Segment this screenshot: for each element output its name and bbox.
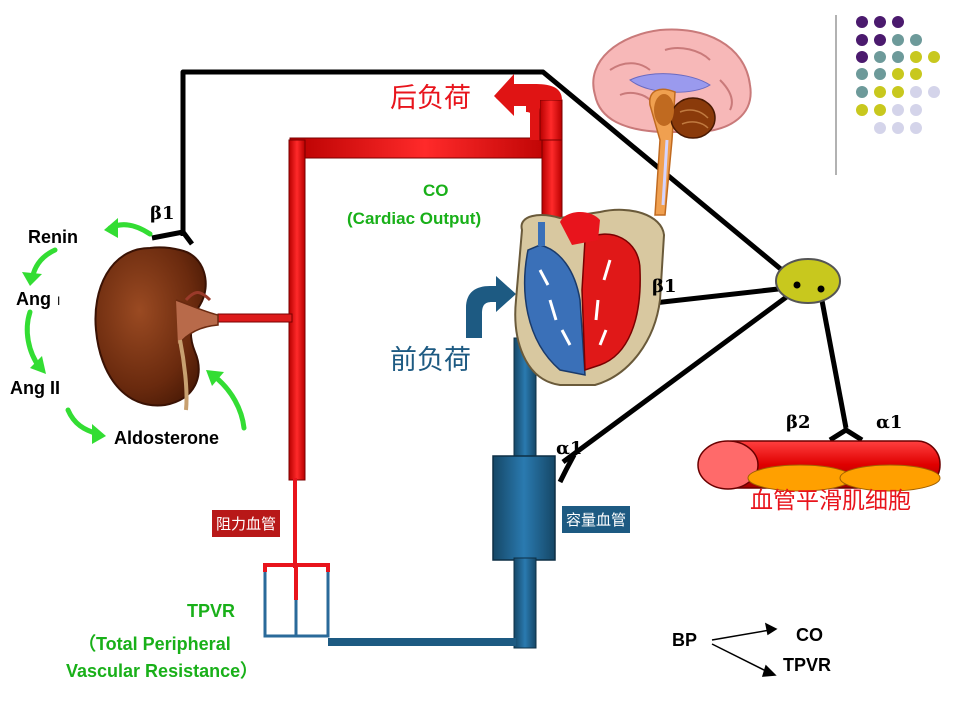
ang1-text: Ang: [16, 289, 51, 309]
resistance-vessel-tag: 阻力血管: [212, 510, 281, 537]
bp-label: BP: [672, 630, 698, 650]
aldosterone-label: Aldosterone: [114, 428, 220, 448]
alpha1-vein-label: α1: [556, 438, 583, 459]
ganglion-icon: [775, 258, 841, 304]
tpvr-expansion-line1: （Total Peripheral: [78, 634, 231, 654]
co-label: CO: [423, 181, 449, 200]
brain-icon: [592, 28, 752, 216]
ang1-label: Ang I: [16, 290, 60, 308]
preload-label: 前负荷: [390, 345, 471, 376]
bp-tpvr-label: TPVR: [783, 655, 832, 675]
venous-system: [263, 276, 556, 649]
bp-co-label: CO: [796, 625, 823, 645]
afterload-label: 后负荷: [390, 83, 471, 114]
decorative-dot-grid: [835, 15, 940, 175]
raas-arrowheads: [22, 218, 224, 444]
beta2-muscle-label: β2: [786, 412, 811, 433]
cardiac-output-label: (Cardiac Output): [347, 209, 482, 228]
smooth-muscle-label: 血管平滑肌细胞: [750, 488, 911, 514]
ang2-label: Ang II: [10, 378, 60, 398]
kidney-icon: [94, 246, 219, 411]
beta1-kidney-label: β1: [150, 203, 175, 224]
bp-arrows: [711, 622, 778, 677]
ang1-suffix: I: [57, 294, 61, 308]
sympathetic-nerve-lines: [180, 69, 849, 465]
alpha1-muscle-label: α1: [876, 412, 903, 433]
tpvr-label: TPVR: [187, 601, 236, 621]
renin-label: Renin: [28, 227, 79, 247]
arterial-system: [217, 74, 563, 600]
capacitance-vessel-tag: 容量血管: [562, 506, 631, 533]
heart-icon: [514, 208, 666, 386]
smooth-muscle-cell-icon: [697, 440, 941, 492]
tpvr-expansion-line2: Vascular Resistance）: [66, 661, 259, 681]
beta1-heart-label: β1: [652, 276, 677, 297]
